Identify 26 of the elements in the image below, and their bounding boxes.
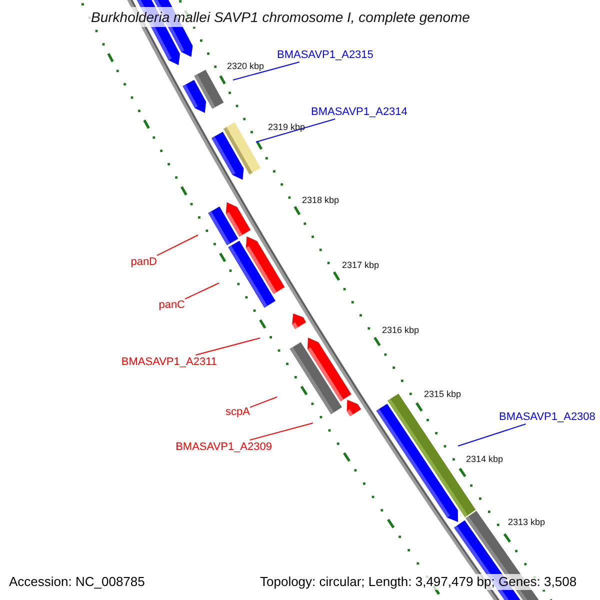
gene-label: BMASAVP1_A2308 [499, 410, 596, 424]
scale-label: 2317 kbp [342, 260, 380, 271]
leader-line [195, 338, 260, 356]
scale-label: 2319 kbp [268, 122, 306, 133]
leader-line [232, 62, 300, 80]
leader-line [250, 396, 278, 408]
leader-line [458, 424, 526, 446]
leader-line [249, 422, 314, 440]
leader-line [156, 234, 198, 256]
gene-label: scpA [226, 405, 250, 419]
leader-line [256, 118, 336, 142]
gene-label: panD [130, 255, 157, 269]
gene-label: BMASAVP1_A2314 [311, 105, 408, 119]
footer-text: Accession: NC_008785 [7, 574, 147, 590]
gene-label: BMASAVP1_A2311 [121, 355, 217, 369]
scale-label: 2313 kbp [508, 517, 546, 528]
footer-text: Topology: circular; Length: 3,497,479 bp; Genes: 3,508 [258, 574, 579, 590]
scale-label: 2320 kbp [227, 61, 264, 72]
leader-line [184, 282, 220, 300]
gene-label: BMASAVP1_A2315 [277, 48, 374, 62]
scale-label: 2318 kbp [302, 195, 340, 206]
gene-label: BMASAVP1_A2309 [176, 440, 272, 454]
scale-label: 2315 kbp [424, 389, 462, 400]
scale-label: 2314 kbp [466, 454, 504, 465]
scale-label: 2316 kbp [382, 325, 420, 336]
gene-label: panC [158, 298, 185, 312]
